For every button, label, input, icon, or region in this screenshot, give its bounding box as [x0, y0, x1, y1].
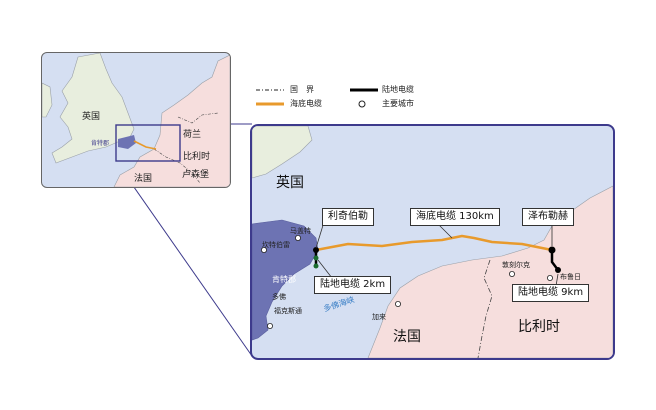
detail-subsea-cable	[315, 234, 553, 252]
canterbury-label: 坎特伯雷	[262, 241, 290, 249]
kent-region	[118, 135, 136, 149]
detail-land-cable-be	[550, 250, 559, 271]
subsea-pointer	[437, 223, 453, 239]
canterbury-city	[260, 247, 267, 254]
uk-substation-dot-2	[313, 263, 319, 269]
margate-city	[295, 235, 302, 242]
land-uk-pointer	[317, 259, 333, 279]
dunkirk-label: 敦刻尔克	[502, 261, 530, 269]
ireland-land	[42, 82, 53, 118]
legend-border-label: 国 界	[290, 85, 314, 94]
calais-city	[394, 300, 401, 307]
dover-label: 多佛	[272, 293, 286, 301]
uk-substation-dot	[313, 255, 319, 261]
detail-map: 英国 法国 比利时 肯特郡 多佛海峡 马盖特 坎特伯雷 多佛 福克斯通 敦刻尔克…	[250, 124, 615, 360]
detail-map-svg	[252, 126, 613, 358]
overview-cable	[133, 140, 157, 150]
margate-label: 马盖特	[290, 227, 311, 235]
fr-be-border	[153, 148, 201, 184]
calais-label: 加来	[372, 313, 386, 321]
subsea-cable-callout: 海底电缆 130km	[410, 208, 500, 226]
legend-symbols	[256, 88, 378, 108]
uk-land	[51, 53, 135, 164]
overview-map-svg	[42, 53, 230, 187]
overview-kent-label: 肯特郡	[91, 140, 110, 147]
detail-france-label: 法国	[393, 329, 421, 345]
overview-luxembourg-label: 卢森堡	[182, 170, 210, 180]
legend-land-label: 陆地电缆	[382, 85, 414, 94]
overview-map: 英国 肯特郡 荷兰 比利时 法国 卢森堡	[41, 52, 231, 188]
detail-uk-label: 英国	[276, 175, 304, 191]
folkestone-city	[266, 322, 273, 329]
dunkirk-city	[508, 270, 515, 277]
detail-kent-label: 肯特郡	[272, 275, 296, 284]
overview-france-label: 法国	[134, 174, 153, 184]
detail-kent-region	[252, 219, 319, 341]
richborough-station-dot	[313, 247, 319, 253]
folkestone-label: 福克斯通	[274, 307, 302, 315]
be-substation-dot	[555, 267, 561, 273]
zeebrugge-station-dot	[548, 246, 556, 254]
overview-netherlands-label: 荷兰	[183, 130, 202, 140]
connector-bottom	[114, 159, 253, 357]
legend-city-label: 主要城市	[382, 99, 414, 108]
richborough-pointer	[315, 221, 325, 249]
overview-uk-label: 英国	[82, 112, 101, 122]
land-cable-uk-callout: 陆地电缆 2km	[314, 276, 392, 294]
detail-belgium-label: 比利时	[518, 319, 560, 335]
legend-subsea-label: 海底电缆	[290, 99, 322, 108]
nl-be-border	[177, 112, 219, 124]
continent-land	[113, 54, 230, 187]
zeebrugge-callout: 泽布勒赫	[522, 208, 574, 226]
detail-uk-land	[252, 126, 313, 179]
zoom-box	[115, 124, 181, 162]
overview-belgium-label: 比利时	[183, 152, 211, 162]
city-symbol	[358, 100, 366, 108]
bruges-city	[546, 274, 553, 281]
bruges-label: 布鲁日	[560, 273, 581, 281]
richborough-callout: 利奇伯勒	[322, 208, 374, 226]
detail-fr-be-border	[477, 259, 493, 358]
land-cable-be-callout: 陆地电缆 9km	[512, 284, 590, 302]
